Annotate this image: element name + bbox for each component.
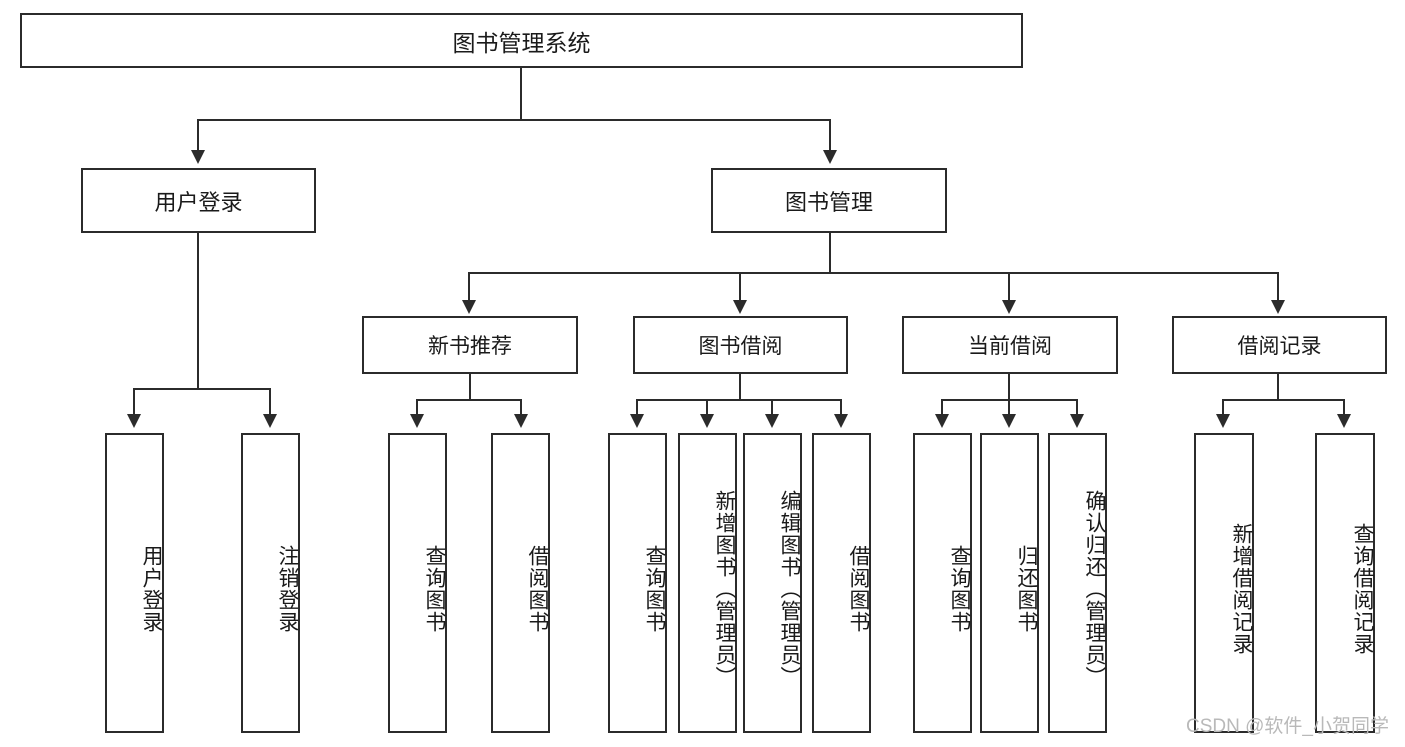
connector-root-bus xyxy=(197,119,831,121)
node-label: 借阅图书 xyxy=(526,545,549,633)
arrow-user-login-to-leaf-2 xyxy=(263,414,277,428)
connector-new-book-stem xyxy=(469,374,471,400)
arrow-bb-to-leaf-1 xyxy=(630,414,644,428)
node-label: 查询图书 xyxy=(423,545,446,633)
node-user-login[interactable]: 用户登录 xyxy=(81,168,316,233)
node-root-system[interactable]: 图书管理系统 xyxy=(20,13,1023,68)
connector-bm-to-book-borrow xyxy=(739,272,741,302)
node-label: 归还图书 xyxy=(1015,545,1038,633)
connector-new-book-to-leaf-1 xyxy=(416,399,418,416)
node-leaf-borrow-book-1[interactable]: 借阅图书 xyxy=(491,433,550,733)
arrow-br-to-leaf-2 xyxy=(1337,414,1351,428)
node-new-book-recommend[interactable]: 新书推荐 xyxy=(362,316,578,374)
node-current-borrow[interactable]: 当前借阅 xyxy=(902,316,1118,374)
arrow-bb-to-leaf-2 xyxy=(700,414,714,428)
node-label: 编辑图书（管理员） xyxy=(778,490,801,688)
node-label: 借阅图书 xyxy=(847,545,870,633)
arrow-bm-to-new-book xyxy=(462,300,476,314)
node-leaf-add-book[interactable]: 新增图书（管理员） xyxy=(678,433,737,733)
node-label: 图书管理 xyxy=(784,189,873,215)
arrow-bb-to-leaf-3 xyxy=(765,414,779,428)
connector-bb-to-leaf-1 xyxy=(636,399,638,416)
arrow-root-to-user-login xyxy=(191,150,205,164)
connector-cb-to-leaf-1 xyxy=(941,399,943,416)
node-label: 新增图书（管理员） xyxy=(713,490,736,688)
connector-user-login-bus xyxy=(133,388,269,390)
node-label: 注销登录 xyxy=(276,545,299,633)
arrow-br-to-leaf-1 xyxy=(1216,414,1230,428)
node-label: 图书管理系统 xyxy=(452,29,591,56)
node-label: 新增借阅记录 xyxy=(1230,523,1253,655)
connector-new-book-to-leaf-2 xyxy=(520,399,522,416)
node-label: 图书借阅 xyxy=(698,335,783,358)
connector-user-login-to-leaf-2 xyxy=(269,388,271,416)
arrow-new-book-to-leaf-1 xyxy=(410,414,424,428)
connector-br-to-leaf-1 xyxy=(1222,399,1224,416)
connector-bb-to-leaf-3 xyxy=(771,399,773,416)
node-borrow-record[interactable]: 借阅记录 xyxy=(1172,316,1387,374)
connector-current-borrow-stem xyxy=(1008,374,1010,400)
node-label: 确认归还（管理员） xyxy=(1083,490,1106,688)
node-leaf-query-record[interactable]: 查询借阅记录 xyxy=(1315,433,1375,733)
node-leaf-query-book-3[interactable]: 查询图书 xyxy=(913,433,972,733)
connector-book-borrow-bus xyxy=(636,399,841,401)
connector-root-stem xyxy=(520,68,522,120)
connector-bb-to-leaf-2 xyxy=(706,399,708,416)
node-leaf-return-book[interactable]: 归还图书 xyxy=(980,433,1039,733)
arrow-root-to-book-management xyxy=(823,150,837,164)
node-label: 借阅记录 xyxy=(1237,335,1322,358)
arrow-bm-to-book-borrow xyxy=(733,300,747,314)
arrow-cb-to-leaf-1 xyxy=(935,414,949,428)
node-leaf-borrow-book-2[interactable]: 借阅图书 xyxy=(812,433,871,733)
connector-borrow-record-bus xyxy=(1222,399,1344,401)
node-leaf-edit-book[interactable]: 编辑图书（管理员） xyxy=(743,433,802,733)
node-leaf-query-book-1[interactable]: 查询图书 xyxy=(388,433,447,733)
connector-user-login-to-leaf-1 xyxy=(133,388,135,416)
connector-borrow-record-stem xyxy=(1277,374,1279,400)
connector-root-to-user-login xyxy=(197,119,199,152)
node-label: 新书推荐 xyxy=(428,335,512,358)
node-leaf-confirm-return[interactable]: 确认归还（管理员） xyxy=(1048,433,1107,733)
arrow-cb-to-leaf-2 xyxy=(1002,414,1016,428)
node-book-borrow[interactable]: 图书借阅 xyxy=(633,316,848,374)
connector-bm-to-borrow-record xyxy=(1277,272,1279,302)
connector-cb-to-leaf-2 xyxy=(1008,399,1010,416)
node-leaf-add-record[interactable]: 新增借阅记录 xyxy=(1194,433,1254,733)
connector-bb-to-leaf-4 xyxy=(840,399,842,416)
node-label: 查询借阅记录 xyxy=(1351,523,1374,655)
connector-bm-to-current-borrow xyxy=(1008,272,1010,302)
arrow-cb-to-leaf-3 xyxy=(1070,414,1084,428)
node-label: 查询图书 xyxy=(643,545,666,633)
node-label: 用户登录 xyxy=(140,545,163,633)
node-label: 查询图书 xyxy=(948,545,971,633)
node-leaf-query-book-2[interactable]: 查询图书 xyxy=(608,433,667,733)
node-leaf-user-logout[interactable]: 注销登录 xyxy=(241,433,300,733)
arrow-new-book-to-leaf-2 xyxy=(514,414,528,428)
connector-book-management-bus xyxy=(468,272,1279,274)
csdn-watermark: CSDN @软件_小贺同学 xyxy=(1186,716,1389,737)
arrow-user-login-to-leaf-1 xyxy=(127,414,141,428)
node-label: 用户登录 xyxy=(154,189,243,215)
arrow-bm-to-current-borrow xyxy=(1002,300,1016,314)
node-label: 当前借阅 xyxy=(968,335,1052,358)
node-leaf-user-login[interactable]: 用户登录 xyxy=(105,433,164,733)
connector-book-management-stem xyxy=(829,233,831,273)
connector-br-to-leaf-2 xyxy=(1343,399,1345,416)
node-book-management[interactable]: 图书管理 xyxy=(711,168,947,233)
connector-root-to-book-management xyxy=(829,119,831,152)
connector-new-book-bus xyxy=(416,399,522,401)
connector-user-login-stem xyxy=(197,233,199,389)
arrow-bb-to-leaf-4 xyxy=(834,414,848,428)
connector-cb-to-leaf-3 xyxy=(1076,399,1078,416)
connector-bm-to-new-book xyxy=(468,272,470,302)
connector-book-borrow-stem xyxy=(739,374,741,400)
arrow-bm-to-borrow-record xyxy=(1271,300,1285,314)
